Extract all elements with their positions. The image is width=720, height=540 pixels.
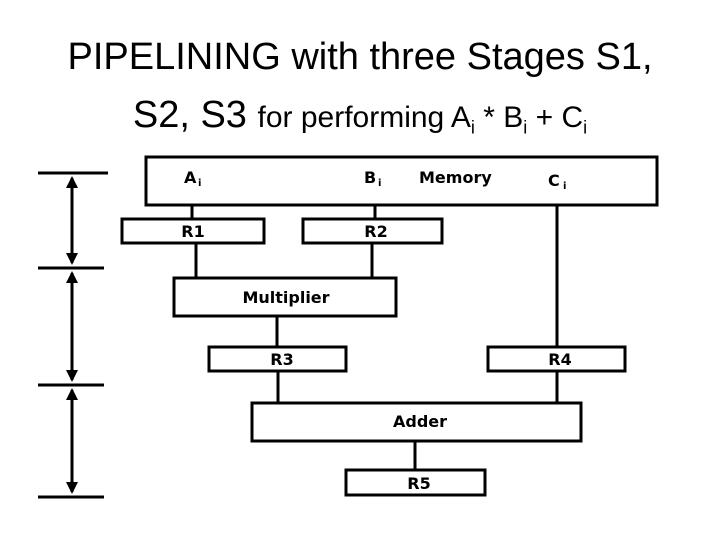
memory-input-c-subscript: i [563, 181, 566, 192]
title-stages: S2, S3 [132, 94, 247, 136]
memory-input-b: B [364, 168, 376, 187]
adder-label: Adder [393, 412, 447, 431]
register-r5-label: R5 [407, 474, 430, 493]
register-r4-label: R4 [548, 350, 571, 369]
adder-block [250, 401, 583, 443]
memory-label: Memory [419, 168, 492, 187]
memory-block [144, 155, 659, 207]
memory-input-a: A [184, 168, 197, 187]
title-line-2: S2, S3 for performing Ai * Bi + Ci [0, 86, 720, 147]
slide-title: PIPELINING with three Stages S1, S2, S3 … [0, 28, 720, 147]
register-r1 [120, 217, 266, 245]
multiplier-label: Multiplier [242, 288, 329, 307]
register-r3 [207, 345, 348, 373]
register-r2-label: R2 [364, 222, 387, 241]
title-operation: for performing Ai * Bi + Ci [257, 101, 588, 138]
memory-input-a-subscript: i [198, 178, 201, 189]
memory-input-c: C [548, 171, 560, 190]
register-r3-label: R3 [270, 350, 293, 369]
title-line-1: PIPELINING with three Stages S1, [67, 36, 653, 78]
register-r4 [486, 345, 627, 373]
memory-input-b-subscript: i [378, 178, 381, 189]
register-r1-label: R1 [181, 222, 204, 241]
stage-ruler [38, 171, 108, 499]
multiplier-block [172, 276, 398, 318]
register-r5 [344, 468, 487, 497]
register-r2 [301, 217, 444, 245]
